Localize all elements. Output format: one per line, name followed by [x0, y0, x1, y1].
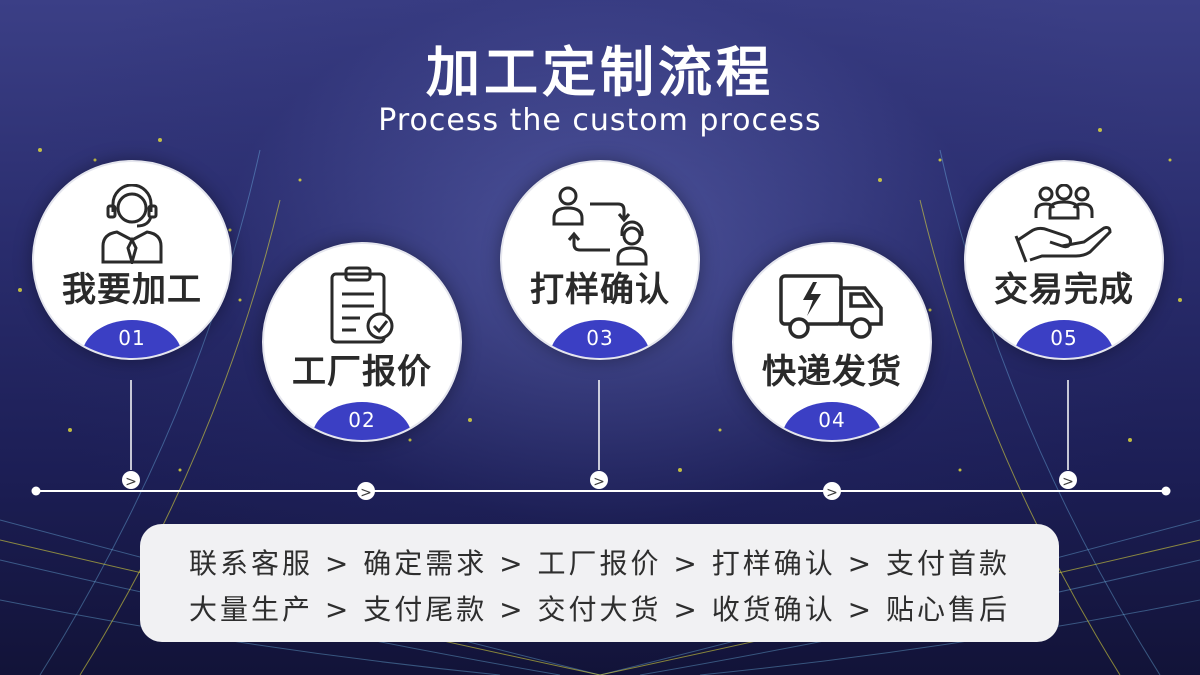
step-number-badge: 04 — [782, 402, 882, 440]
step-4: 快递发货 04 — [732, 242, 932, 442]
customer-service-icon — [101, 184, 163, 264]
step-number-badge: 01 — [82, 320, 182, 358]
step-label: 打样确认 — [530, 270, 670, 310]
deal-handshake-icon — [1014, 184, 1112, 263]
sample-exchange-icon — [552, 186, 648, 266]
step-label: 快递发货 — [762, 352, 902, 392]
flow-line-2: 大量生产 > 支付尾款 > 交付大货 > 收货确认 > 贴心售后 — [188, 593, 1011, 626]
step-circle: 打样确认 03 — [500, 160, 700, 360]
step-number-badge: 05 — [1014, 320, 1114, 358]
step-label: 交易完成 — [994, 270, 1134, 310]
step-number-badge: 02 — [312, 402, 412, 440]
step-circle: 交易完成 05 — [964, 160, 1164, 360]
step-circle: 工厂报价 02 — [262, 242, 462, 442]
page-subtitle: Process the custom process — [378, 103, 822, 138]
step-label: 工厂报价 — [292, 352, 432, 392]
step-number-badge: 03 — [550, 320, 650, 358]
flow-line-1: 联系客服 > 确定需求 > 工厂报价 > 打样确认 > 支付首款 — [188, 547, 1011, 580]
step-2: 工厂报价 02 — [262, 242, 462, 442]
flow-summary-panel: 联系客服 > 确定需求 > 工厂报价 > 打样确认 > 支付首款 大量生产 > … — [140, 524, 1059, 642]
step-circle: 我要加工 01 — [32, 160, 232, 360]
step-1: 我要加工 01 — [32, 160, 232, 360]
step-5: 交易完成 05 — [964, 160, 1164, 360]
delivery-truck-icon — [779, 274, 883, 339]
page-title: 加工定制流程 — [426, 41, 774, 104]
step-circle: 快递发货 04 — [732, 242, 932, 442]
step-label: 我要加工 — [62, 270, 202, 310]
step-3: 打样确认 03 — [500, 160, 700, 360]
quote-document-icon — [330, 266, 394, 344]
